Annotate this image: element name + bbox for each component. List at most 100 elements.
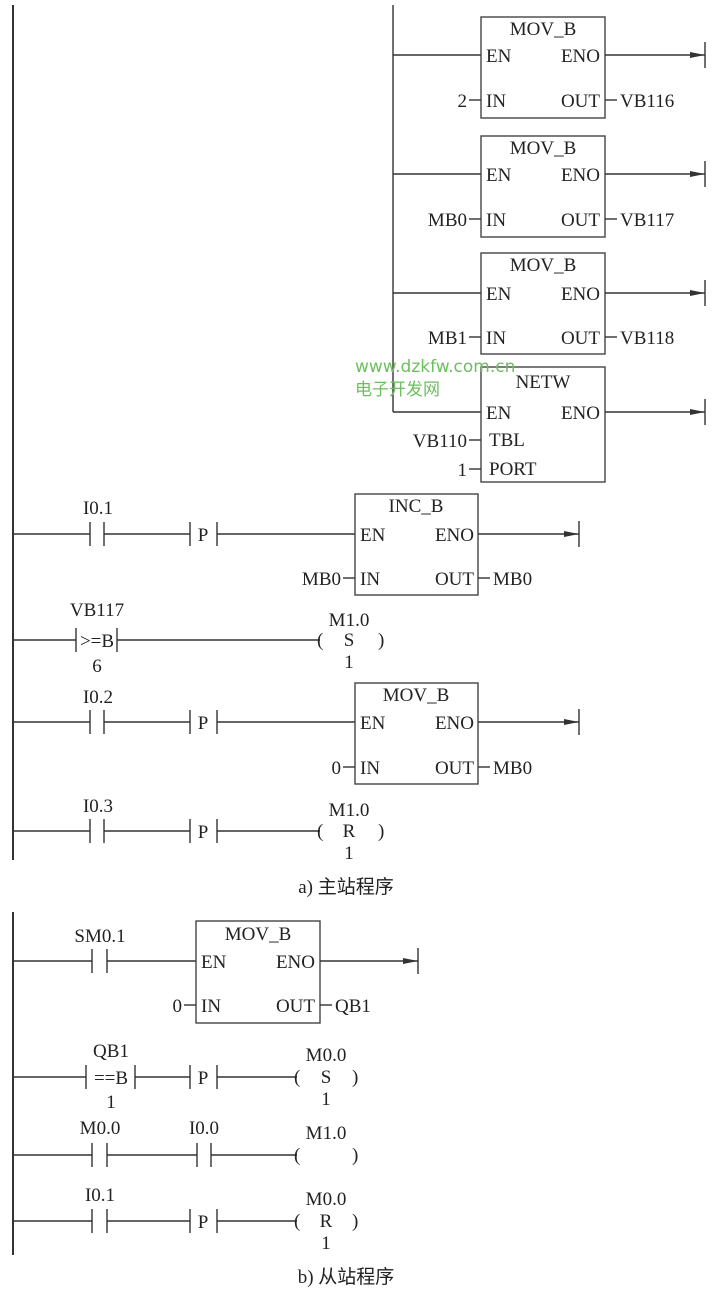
block-title: MOV_B bbox=[510, 138, 577, 159]
block-title: NETW bbox=[516, 372, 571, 393]
in-value: MB1 bbox=[428, 328, 467, 349]
eno-pin: ENO bbox=[561, 284, 600, 305]
arrow-icon bbox=[690, 52, 705, 58]
block-title: INC_B bbox=[389, 496, 444, 517]
operand-label: QB1 bbox=[93, 1041, 129, 1062]
contact2-label: I0.0 bbox=[189, 1118, 219, 1139]
slave-rung-output-m1-0: M0.0 I0.0 ( ) M1.0 bbox=[13, 1118, 358, 1167]
tbl-value: VB110 bbox=[413, 431, 467, 452]
edge-label: P bbox=[198, 1068, 209, 1089]
contact1-label: M0.0 bbox=[80, 1118, 121, 1139]
contact-label: I0.2 bbox=[83, 687, 113, 708]
coil-close: ) bbox=[352, 1211, 358, 1232]
rung-reset-m1-0: I0.3 P ( ) M1.0 R 1 bbox=[13, 796, 384, 864]
arrow-icon bbox=[690, 409, 705, 415]
en-pin: EN bbox=[486, 284, 512, 305]
coil-type: R bbox=[320, 1211, 333, 1232]
slave-rung-compare-qb1: QB1 ==B 1 P ( ) M0.0 S 1 bbox=[13, 1041, 358, 1113]
coil-type: S bbox=[321, 1067, 332, 1088]
out-value: MB0 bbox=[493, 758, 532, 779]
out-pin: OUT bbox=[435, 758, 474, 779]
contact-label: I0.1 bbox=[83, 498, 113, 519]
in-pin: IN bbox=[486, 210, 506, 231]
out-value: VB117 bbox=[620, 210, 674, 231]
arrow-icon bbox=[690, 290, 705, 296]
arrow-icon bbox=[690, 171, 705, 177]
coil-label: M1.0 bbox=[306, 1123, 347, 1144]
port-pin: PORT bbox=[489, 459, 537, 480]
out-pin: OUT bbox=[561, 210, 600, 231]
caption-master: a) 主站程序 bbox=[298, 876, 394, 898]
eno-pin: ENO bbox=[435, 713, 474, 734]
contact-label: SM0.1 bbox=[74, 926, 125, 947]
out-value: VB118 bbox=[620, 328, 674, 349]
coil-count: 1 bbox=[321, 1089, 331, 1110]
coil-close: ) bbox=[378, 821, 384, 842]
en-pin: EN bbox=[201, 952, 227, 973]
edge-label: P bbox=[198, 1212, 209, 1233]
coil-open: ( bbox=[317, 821, 323, 842]
eno-pin: ENO bbox=[276, 952, 315, 973]
out-pin: OUT bbox=[435, 569, 474, 590]
coil-label: M0.0 bbox=[306, 1189, 347, 1210]
tbl-pin: TBL bbox=[489, 430, 525, 451]
mov-b-block-1: MOV_B EN ENO IN OUT 2 VB116 bbox=[393, 16, 706, 119]
mov-b-block-3: MOV_B EN ENO IN OUT MB1 VB118 bbox=[393, 252, 706, 355]
coil-count: 1 bbox=[344, 652, 354, 673]
coil-label: M0.0 bbox=[306, 1045, 347, 1066]
in-value: MB0 bbox=[302, 569, 341, 590]
eno-pin: ENO bbox=[435, 525, 474, 546]
slave-rung-reset-m0-0: I0.1 P ( ) M0.0 R 1 bbox=[13, 1185, 358, 1254]
block-title: MOV_B bbox=[225, 924, 292, 945]
in-pin: IN bbox=[360, 569, 380, 590]
operand-label: VB117 bbox=[70, 600, 124, 621]
coil-open: ( bbox=[317, 630, 323, 651]
watermark-url: www.dzkfw.com.cn bbox=[355, 357, 515, 377]
in-value: 2 bbox=[458, 91, 468, 112]
out-value: QB1 bbox=[335, 996, 371, 1017]
out-value: MB0 bbox=[493, 569, 532, 590]
mov-b-block-2: MOV_B EN ENO IN OUT MB0 VB117 bbox=[393, 135, 706, 238]
compare-constant: 1 bbox=[106, 1092, 116, 1113]
in-pin: IN bbox=[486, 91, 506, 112]
rung-compare-vb117: VB117 >=B 6 ( ) M1.0 S 1 bbox=[13, 600, 384, 677]
coil-close: ) bbox=[378, 630, 384, 651]
block-title: MOV_B bbox=[383, 685, 450, 706]
en-pin: EN bbox=[360, 713, 386, 734]
coil-open: ( bbox=[294, 1211, 300, 1232]
edge-label: P bbox=[198, 713, 209, 734]
in-pin: IN bbox=[360, 758, 380, 779]
slave-rung-mov-b: SM0.1 MOV_B EN ENO IN OUT 0 QB1 bbox=[13, 920, 419, 1024]
compare-op: ==B bbox=[94, 1068, 128, 1089]
coil-label: M1.0 bbox=[329, 800, 370, 821]
compare-constant: 6 bbox=[92, 656, 102, 677]
arrow-icon bbox=[564, 719, 579, 725]
en-pin: EN bbox=[360, 525, 386, 546]
arrow-icon bbox=[403, 958, 418, 964]
caption-slave: b) 从站程序 bbox=[298, 1266, 395, 1288]
netw-block: NETW EN ENO TBL PORT VB110 1 bbox=[393, 366, 706, 483]
out-pin: OUT bbox=[561, 91, 600, 112]
coil-close: ) bbox=[352, 1067, 358, 1088]
arrow-icon bbox=[564, 531, 579, 537]
block-title: MOV_B bbox=[510, 19, 577, 40]
out-pin: OUT bbox=[276, 996, 315, 1017]
watermark-name: 电子开发网 bbox=[355, 380, 440, 400]
in-pin: IN bbox=[486, 328, 506, 349]
coil-open: ( bbox=[294, 1145, 300, 1166]
in-value: MB0 bbox=[428, 210, 467, 231]
port-value: 1 bbox=[458, 460, 468, 481]
en-pin: EN bbox=[486, 165, 512, 186]
coil-label: M1.0 bbox=[329, 610, 370, 631]
coil-type: R bbox=[343, 821, 356, 842]
out-pin: OUT bbox=[561, 328, 600, 349]
block-title: MOV_B bbox=[510, 255, 577, 276]
in-value: 0 bbox=[173, 996, 183, 1017]
rung-inc-b: I0.1 P INC_B EN ENO IN OUT MB0 MB0 bbox=[13, 493, 580, 596]
coil-type: S bbox=[344, 630, 355, 651]
rung-mov-b-reset: I0.2 P MOV_B EN ENO IN OUT 0 MB0 bbox=[13, 682, 580, 785]
eno-pin: ENO bbox=[561, 46, 600, 67]
coil-close: ) bbox=[352, 1145, 358, 1166]
coil-open: ( bbox=[294, 1067, 300, 1088]
